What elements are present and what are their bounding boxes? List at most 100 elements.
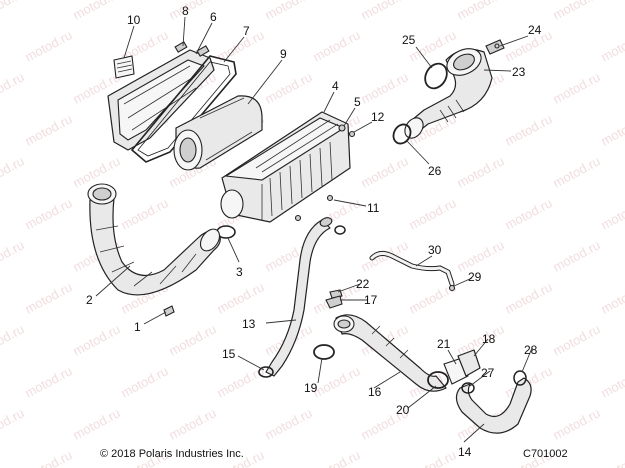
callout-4: 4 (332, 79, 339, 93)
watermark-text: motod.ru (22, 447, 74, 468)
watermark-text: motod.ru (406, 447, 458, 468)
watermark-text: motod.ru (70, 321, 122, 358)
callout-24: 24 (528, 23, 542, 37)
watermark-text: motod.ru (0, 0, 27, 23)
callout-17: 17 (364, 293, 378, 307)
part-5-screw (338, 124, 346, 132)
part-24-fastener (485, 39, 505, 55)
callout-labels: 10 8 6 7 9 4 5 12 11 3 2 1 25 24 23 26 1… (86, 4, 542, 459)
watermark-text: motod.ru (22, 363, 74, 400)
watermark-text: motod.ru (262, 405, 314, 442)
callout-29: 29 (468, 270, 482, 284)
watermark-text: motod.ru (502, 195, 554, 232)
watermark-text: motod.ru (502, 111, 554, 148)
part-17-bracket (325, 295, 343, 309)
callout-25: 25 (402, 33, 416, 47)
callout-19: 19 (304, 381, 318, 395)
watermark-text: motod.ru (310, 27, 362, 64)
watermark-text: motod.ru (454, 0, 506, 23)
part-10-label (113, 55, 135, 79)
figure-code: C701002 (523, 448, 568, 460)
part-2-intake-duct (87, 183, 221, 296)
callout-18: 18 (482, 332, 496, 346)
callout-30: 30 (428, 243, 442, 257)
part-25-clamp (424, 62, 448, 90)
callout-28: 28 (524, 343, 538, 357)
part-4-airbox-housing (220, 111, 351, 223)
part-9-air-filter (173, 95, 263, 171)
part-20-clamp (427, 371, 449, 389)
watermark-text: motod.ru (454, 153, 506, 190)
watermark-text: motod.ru (550, 321, 602, 358)
callout-9: 9 (280, 47, 287, 61)
callout-12: 12 (371, 110, 385, 124)
callout-23: 23 (512, 65, 526, 79)
watermark-text: motod.ru (0, 69, 27, 106)
watermark-text: motod.ru (22, 27, 74, 64)
watermark-text: motod.ru (310, 447, 362, 468)
part-7-gasket (130, 55, 237, 163)
watermark-text: motod.ru (550, 405, 602, 442)
watermark-text: motod.ru (118, 363, 170, 400)
watermark-text: motod.ru (166, 321, 218, 358)
watermark-text: motod.ru (550, 237, 602, 274)
watermark-text: motod.ru (22, 111, 74, 148)
watermark-text: motod.ru (406, 195, 458, 232)
watermark-text: motod.ru (214, 363, 266, 400)
watermark-text: motod.ru (0, 321, 27, 358)
part-23-breather-duct (404, 48, 493, 139)
callout-20: 20 (396, 403, 410, 417)
watermark-text: motod.ru (598, 111, 625, 148)
watermark-text: motod.ru (0, 405, 27, 442)
watermark-text: motod.ru (598, 447, 625, 468)
watermark-text: motod.ru (0, 237, 27, 274)
part-28-clamp (513, 370, 527, 386)
part-27-clamp (461, 382, 475, 394)
part-11-clip (334, 225, 346, 235)
part-12-screw (348, 130, 356, 138)
callout-14: 14 (458, 445, 472, 459)
watermark-text: motod.ru (214, 279, 266, 316)
watermark-text: motod.ru (454, 321, 506, 358)
watermark-text: motod.ru (598, 27, 625, 64)
callout-26: 26 (428, 164, 442, 178)
callout-2: 2 (86, 293, 93, 307)
watermark-text: motod.ru (550, 153, 602, 190)
watermark-text: motod.ru (70, 0, 122, 23)
part-29-clip (448, 284, 456, 292)
watermark-text: motod.ru (358, 69, 410, 106)
callout-1: 1 (134, 320, 141, 334)
callout-8: 8 (182, 4, 189, 18)
callout-27: 27 (481, 366, 495, 380)
part-18-elbow (457, 349, 481, 377)
callout-3: 3 (236, 265, 243, 279)
watermark-text: motod.ru (118, 195, 170, 232)
part-6-airbox-cover (107, 41, 215, 151)
watermark-text: motod.ru (358, 0, 410, 23)
part-30-breather-line (369, 250, 455, 287)
watermark-text: motod.ru (22, 195, 74, 232)
part-14-hose (455, 377, 532, 434)
part-13-hose (265, 217, 333, 377)
callout-6: 6 (210, 10, 217, 24)
callout-16: 16 (368, 385, 382, 399)
part-1-fastener (163, 305, 175, 317)
watermark-text: motod.ru (502, 279, 554, 316)
callout-10: 10 (127, 13, 141, 27)
watermark-text: motod.ru (22, 279, 74, 316)
watermark-text: motod.ru (166, 405, 218, 442)
part-26-clamp (392, 123, 412, 145)
callout-15: 15 (222, 347, 236, 361)
callout-13: 13 (242, 317, 256, 331)
watermark-text: motod.ru (598, 279, 625, 316)
copyright-text: © 2018 Polaris Industries Inc. (100, 448, 244, 460)
callout-21: 21 (437, 337, 451, 351)
watermark-text: motod.ru (262, 0, 314, 23)
callout-22: 22 (356, 277, 370, 291)
watermark-text: motod.ru (598, 195, 625, 232)
leader-lines (95, 16, 533, 443)
callout-5: 5 (354, 95, 361, 109)
part-15-clamp (258, 366, 274, 378)
watermark-text: motod.ru (358, 153, 410, 190)
